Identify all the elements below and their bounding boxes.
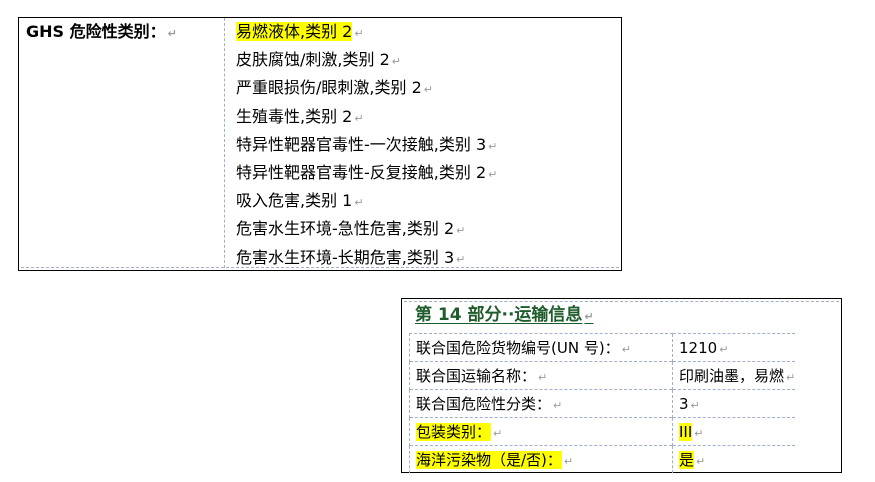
transport-info-box: 第 14 部分··运输信息↵ 联合国危险货物编号(UN 号)：↵ 1210↵ 联… bbox=[401, 298, 842, 473]
column-divider bbox=[224, 18, 225, 268]
un-number-value: 1210↵ bbox=[672, 333, 796, 362]
paragraph-mark-icon: ↵ bbox=[354, 27, 364, 40]
ghs-item: 危害水生环境-急性危害,类别 2↵ bbox=[236, 219, 466, 239]
paragraph-mark-icon: ↵ bbox=[488, 168, 498, 182]
un-number-label: 联合国危险货物编号(UN 号)：↵ bbox=[409, 333, 673, 362]
table-row: 包装类别：↵ III↵ bbox=[409, 417, 796, 446]
ghs-category-list: 易燃液体,类别 2↵ 皮肤腐蚀/刺激,类别 2↵ 严重眼损伤/眼刺激,类别 2↵… bbox=[236, 19, 497, 273]
paragraph-mark-icon: ↵ bbox=[553, 399, 563, 412]
shipping-name-value: 印刷油墨，易燃↵ bbox=[672, 361, 796, 390]
ghs-item: 生殖毒性,类别 2↵ bbox=[236, 106, 364, 126]
paragraph-mark-icon: ↵ bbox=[690, 398, 700, 412]
marine-pollutant-value: 是↵ bbox=[672, 445, 796, 473]
paragraph-mark-icon: ↵ bbox=[538, 371, 548, 384]
table-row: 海洋污染物（是/否)：↵ 是↵ bbox=[409, 445, 796, 473]
ghs-item: 易燃液体,类别 2↵ bbox=[236, 22, 364, 41]
paragraph-mark-icon: ↵ bbox=[696, 455, 706, 468]
ghs-hazard-classification-box: GHS 危险性类别：↵ 易燃液体,类别 2↵ 皮肤腐蚀/刺激,类别 2↵ 严重眼… bbox=[18, 17, 622, 271]
ghs-item: 皮肤腐蚀/刺激,类别 2↵ bbox=[236, 50, 401, 70]
ghs-item: 特异性靶器官毒性-一次接触,类别 3↵ bbox=[236, 134, 498, 154]
transport-table: 联合国危险货物编号(UN 号)：↵ 1210↵ 联合国运输名称：↵ 印刷油墨，易… bbox=[409, 333, 796, 473]
paragraph-mark-icon: ↵ bbox=[563, 455, 574, 468]
marine-pollutant-label: 海洋污染物（是/否)：↵ bbox=[409, 445, 673, 473]
paragraph-mark-icon: ↵ bbox=[354, 196, 364, 210]
paragraph-mark-icon: ↵ bbox=[493, 427, 503, 440]
ghs-item: 严重眼损伤/眼刺激,类别 2↵ bbox=[236, 78, 433, 98]
paragraph-mark-icon: ↵ bbox=[456, 224, 466, 238]
hazard-class-value: 3↵ bbox=[672, 389, 796, 418]
row-divider bbox=[404, 301, 839, 302]
paragraph-mark-icon: ↵ bbox=[621, 343, 631, 356]
packing-group-value: III↵ bbox=[672, 417, 796, 446]
section-14-title: 第 14 部分··运输信息↵ bbox=[415, 305, 594, 325]
paragraph-mark-icon: ↵ bbox=[786, 371, 796, 384]
table-row: 联合国危险货物编号(UN 号)：↵ 1210↵ bbox=[409, 333, 796, 362]
shipping-name-label: 联合国运输名称：↵ bbox=[409, 361, 673, 390]
ghs-item: 吸入危害,类别 1↵ bbox=[236, 191, 364, 211]
hazard-class-label: 联合国危险性分类：↵ bbox=[409, 389, 673, 418]
paragraph-mark-icon: ↵ bbox=[423, 83, 433, 97]
paragraph-mark-icon: ↵ bbox=[167, 27, 177, 40]
paragraph-mark-icon: ↵ bbox=[584, 310, 594, 323]
packing-group-label: 包装类别：↵ bbox=[409, 417, 673, 446]
paragraph-mark-icon: ↵ bbox=[354, 111, 364, 125]
table-row: 联合国危险性分类：↵ 3↵ bbox=[409, 389, 796, 418]
row-divider bbox=[21, 267, 619, 268]
ghs-label: GHS 危险性类别：↵ bbox=[26, 22, 177, 41]
paragraph-mark-icon: ↵ bbox=[456, 252, 466, 266]
table-row: 联合国运输名称：↵ 印刷油墨，易燃↵ bbox=[409, 361, 796, 390]
ghs-item: 特异性靶器官毒性-反复接触,类别 2↵ bbox=[236, 163, 498, 183]
paragraph-mark-icon: ↵ bbox=[694, 426, 704, 440]
paragraph-mark-icon: ↵ bbox=[391, 55, 401, 69]
paragraph-mark-icon: ↵ bbox=[719, 342, 729, 356]
paragraph-mark-icon: ↵ bbox=[488, 139, 498, 153]
ghs-item: 危害水生环境-长期危害,类别 3↵ bbox=[236, 247, 466, 267]
